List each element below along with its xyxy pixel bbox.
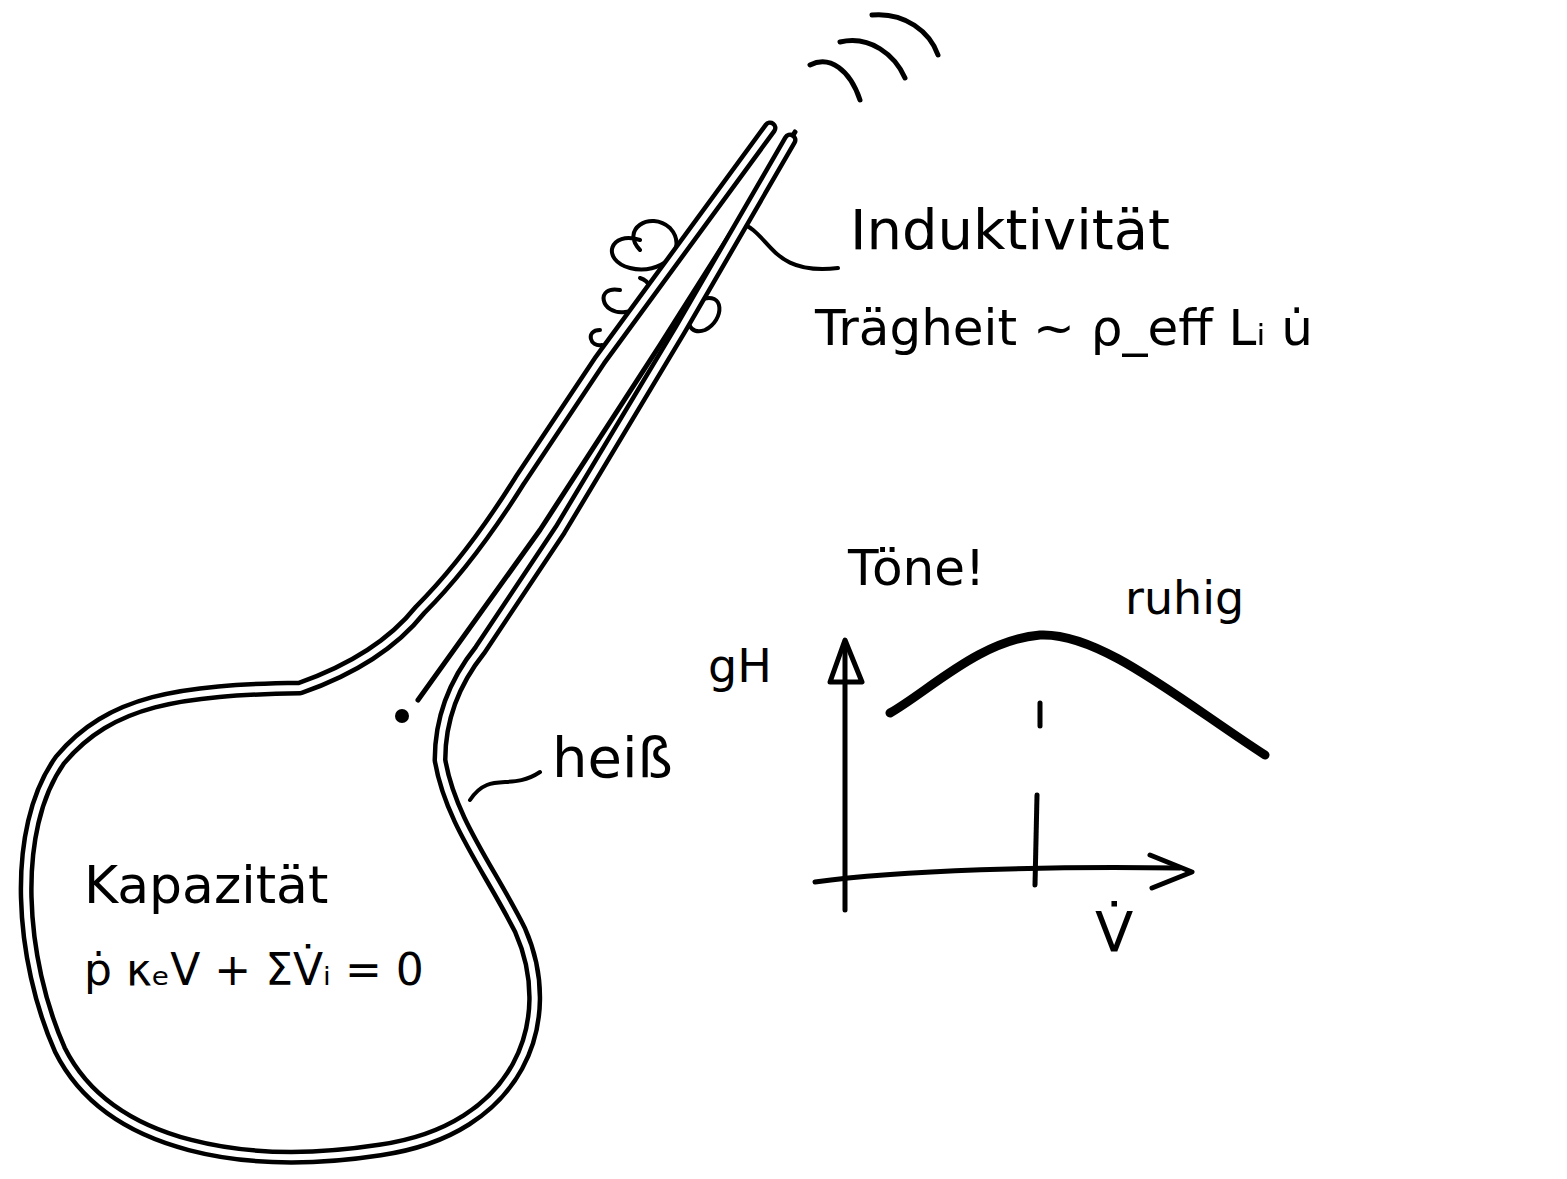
y-axis — [843, 648, 848, 910]
axis-label: gH — [708, 640, 772, 693]
wall-label: heiß — [552, 726, 673, 790]
flask-bulb: Kapazität ṗ κₑV + ΣV̇ᵢ = 0 — [70, 840, 510, 1080]
sound-wave — [840, 41, 905, 78]
axis-label: V̇ — [1095, 900, 1133, 964]
formula: ṗ κₑV + ΣV̇ᵢ = 0 — [84, 944, 496, 997]
sound-wave — [872, 15, 938, 55]
graph-title: Töne! — [848, 540, 985, 598]
sound-wave — [810, 62, 860, 100]
axis-arrow — [830, 640, 862, 682]
axis-arrow — [1150, 855, 1192, 888]
resonance-curve — [890, 635, 1265, 755]
curve-note: ruhig — [1125, 572, 1244, 625]
flask-wall-gap — [26, 128, 790, 1157]
leader-line — [738, 222, 838, 269]
x-axis — [815, 868, 1180, 882]
inertia-formula: Trägheit ~ ρ_eff Lᵢ u̇ — [815, 300, 1313, 358]
node-title: Kapazität — [84, 854, 496, 916]
coil — [591, 330, 602, 345]
tick-mark — [1035, 795, 1037, 885]
inductance-label: Induktivität — [850, 198, 1170, 262]
leader-line — [470, 772, 540, 800]
capillary-dot — [395, 709, 409, 723]
tick-mark — [1038, 703, 1043, 726]
flask-wall — [26, 128, 790, 1157]
